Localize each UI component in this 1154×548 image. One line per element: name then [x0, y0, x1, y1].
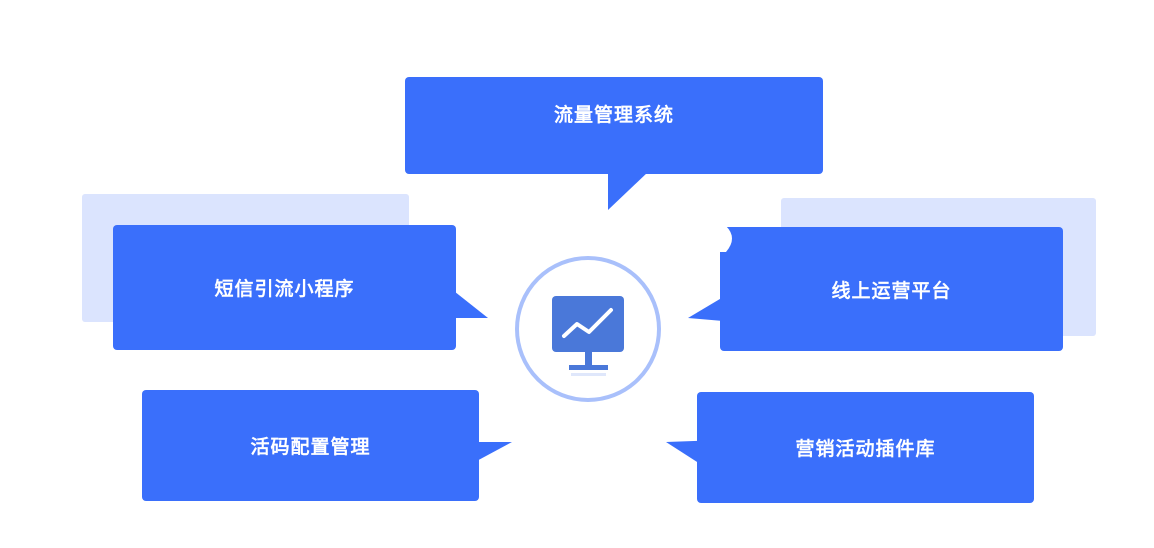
monitor-trend-chart-icon	[552, 296, 624, 376]
node-online-operation-platform: 线上运营平台	[720, 227, 1063, 351]
node-sms-mini-program: 短信引流小程序	[113, 225, 456, 350]
node-label: 营销活动插件库	[795, 438, 936, 460]
node-label: 活码配置管理	[250, 436, 371, 458]
node-label: 流量管理系统	[553, 104, 674, 126]
node-label: 短信引流小程序	[214, 278, 355, 300]
node-live-code-config: 活码配置管理	[142, 390, 479, 501]
node-label: 线上运营平台	[831, 279, 952, 302]
node-marketing-plugin-library: 营销活动插件库	[697, 392, 1034, 503]
right-upper-notch	[718, 226, 732, 252]
node-traffic-management-system: 流量管理系统	[405, 77, 823, 174]
center-hub	[515, 256, 661, 402]
